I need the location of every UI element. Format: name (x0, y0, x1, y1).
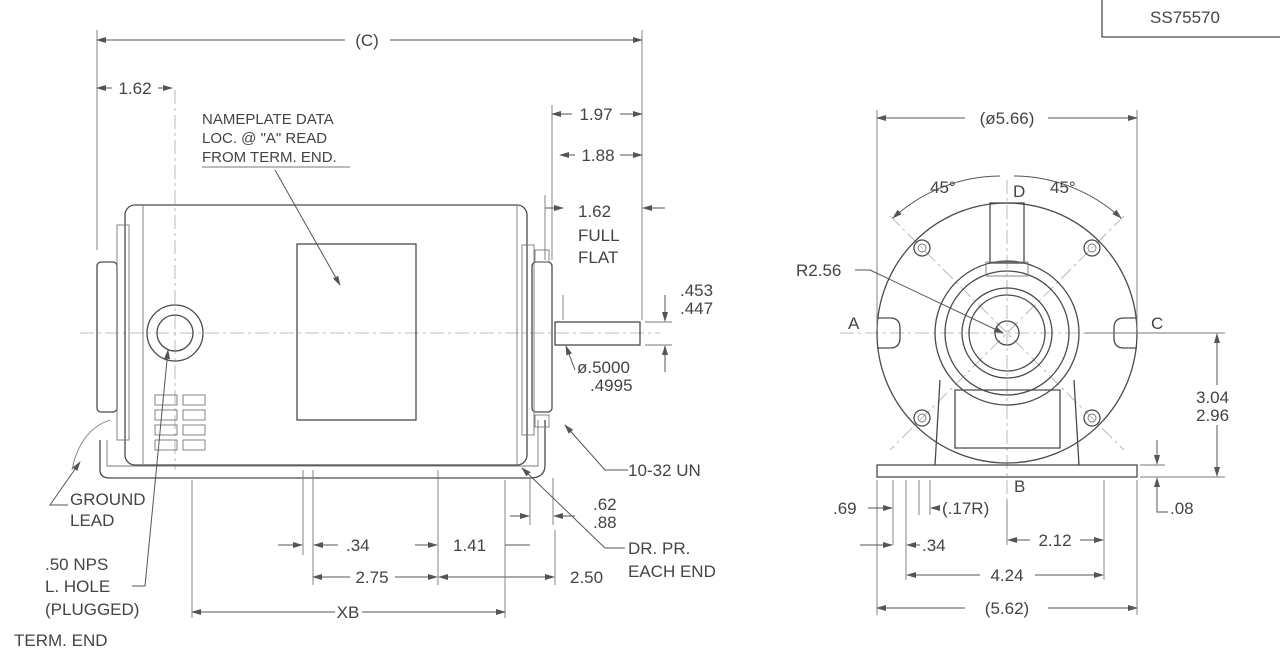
full-flat-label2: FLAT (578, 248, 618, 267)
full-flat-label1: FULL (578, 226, 620, 245)
dim-4-24: 4.24 (990, 566, 1023, 585)
nps-hole-label1: .50 NPS (45, 555, 108, 574)
dim-1-62-left: 1.62 (118, 79, 151, 98)
dim-2-12: 2.12 (1038, 531, 1071, 550)
shaft-diameter-max: ø.5000 (577, 358, 630, 377)
bolt-heads (913, 239, 1101, 427)
vents (154, 394, 206, 451)
each-end-label: EACH END (628, 562, 716, 581)
end-bell-left (96, 261, 118, 413)
full-flat-dim: 1.62 (578, 202, 611, 221)
thread-spec: 10-32 UN (628, 461, 701, 480)
position-b: B (1014, 477, 1025, 496)
dim-xb: XB (337, 603, 360, 622)
nameplate (296, 243, 417, 421)
ground-lead-label2: LEAD (70, 511, 114, 530)
angle-left: 45° (930, 178, 956, 197)
foot-hole-lines (876, 480, 1138, 615)
term-end-label: TERM. END (14, 631, 108, 650)
position-d: D (1013, 182, 1025, 201)
end-diameter: (ø5.66) (980, 109, 1035, 128)
nameplate-note-line1: NAMEPLATE DATA (202, 111, 334, 128)
dim-88: .88 (593, 513, 617, 532)
conduit-hole (146, 304, 204, 362)
dim-17r: (.17R) (942, 499, 989, 518)
top-boss (989, 202, 1025, 264)
base (99, 420, 546, 479)
shaft-diameter-min: .4995 (590, 376, 633, 395)
title-block: SS75570 (1101, 0, 1280, 38)
dr-pr-label: DR. PR. (628, 539, 690, 558)
dim-1-97: 1.97 (579, 105, 612, 124)
dim-2-50: 2.50 (570, 568, 603, 587)
dim-34-side: .34 (346, 536, 370, 555)
position-a: A (848, 314, 860, 333)
end-bell-right (531, 261, 553, 413)
dim-08: .08 (1170, 499, 1194, 518)
dim-1-41: 1.41 (453, 536, 486, 555)
dim-34-end: .34 (922, 536, 946, 555)
end-view: (ø5.66) 45° 45° D A C B R2.56 3.04 2.96 … (796, 109, 1229, 618)
dim-69: .69 (833, 499, 857, 518)
mount-legs (934, 379, 1080, 466)
dim-2-75: 2.75 (355, 568, 388, 587)
dim-1-88: 1.88 (581, 146, 614, 165)
base-plate (876, 464, 1138, 478)
angle-right: 45° (1050, 178, 1076, 197)
radius-dim: R2.56 (796, 261, 841, 280)
flat-dim-min: .447 (680, 299, 713, 318)
nameplate-note-line3: FROM TERM. END. (202, 149, 337, 166)
motor-body (124, 204, 528, 466)
height-min: 2.96 (1196, 406, 1229, 425)
flat-dim-max: .453 (680, 281, 713, 300)
shaft (554, 321, 641, 346)
nps-hole-label2: L. HOLE (45, 577, 110, 596)
side-view: (C) 1.62 NAMEPLATE DATA LOC. @ "A" READ … (14, 30, 716, 650)
position-c: C (1151, 314, 1163, 333)
height-max: 3.04 (1196, 388, 1229, 407)
ground-lead-label1: GROUND (70, 490, 146, 509)
overall-length-c: (C) (355, 31, 379, 50)
dim-5-62: (5.62) (985, 599, 1029, 618)
part-number: SS75570 (1150, 8, 1220, 27)
dim-62: .62 (593, 495, 617, 514)
nameplate-note-line2: LOC. @ "A" READ (202, 130, 327, 147)
nps-hole-label3: (PLUGGED) (45, 600, 139, 619)
